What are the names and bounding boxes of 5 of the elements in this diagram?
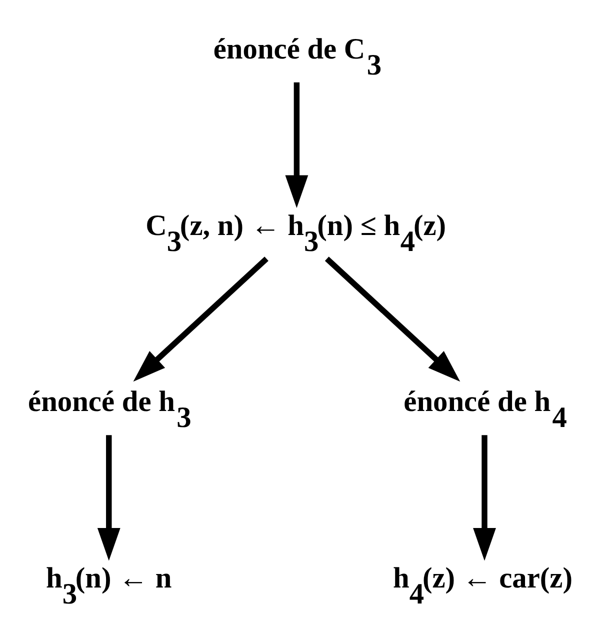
arrow	[133, 256, 268, 382]
arrow	[285, 82, 308, 208]
arrow	[473, 435, 496, 561]
arrow	[324, 256, 460, 382]
arrow	[97, 435, 120, 561]
